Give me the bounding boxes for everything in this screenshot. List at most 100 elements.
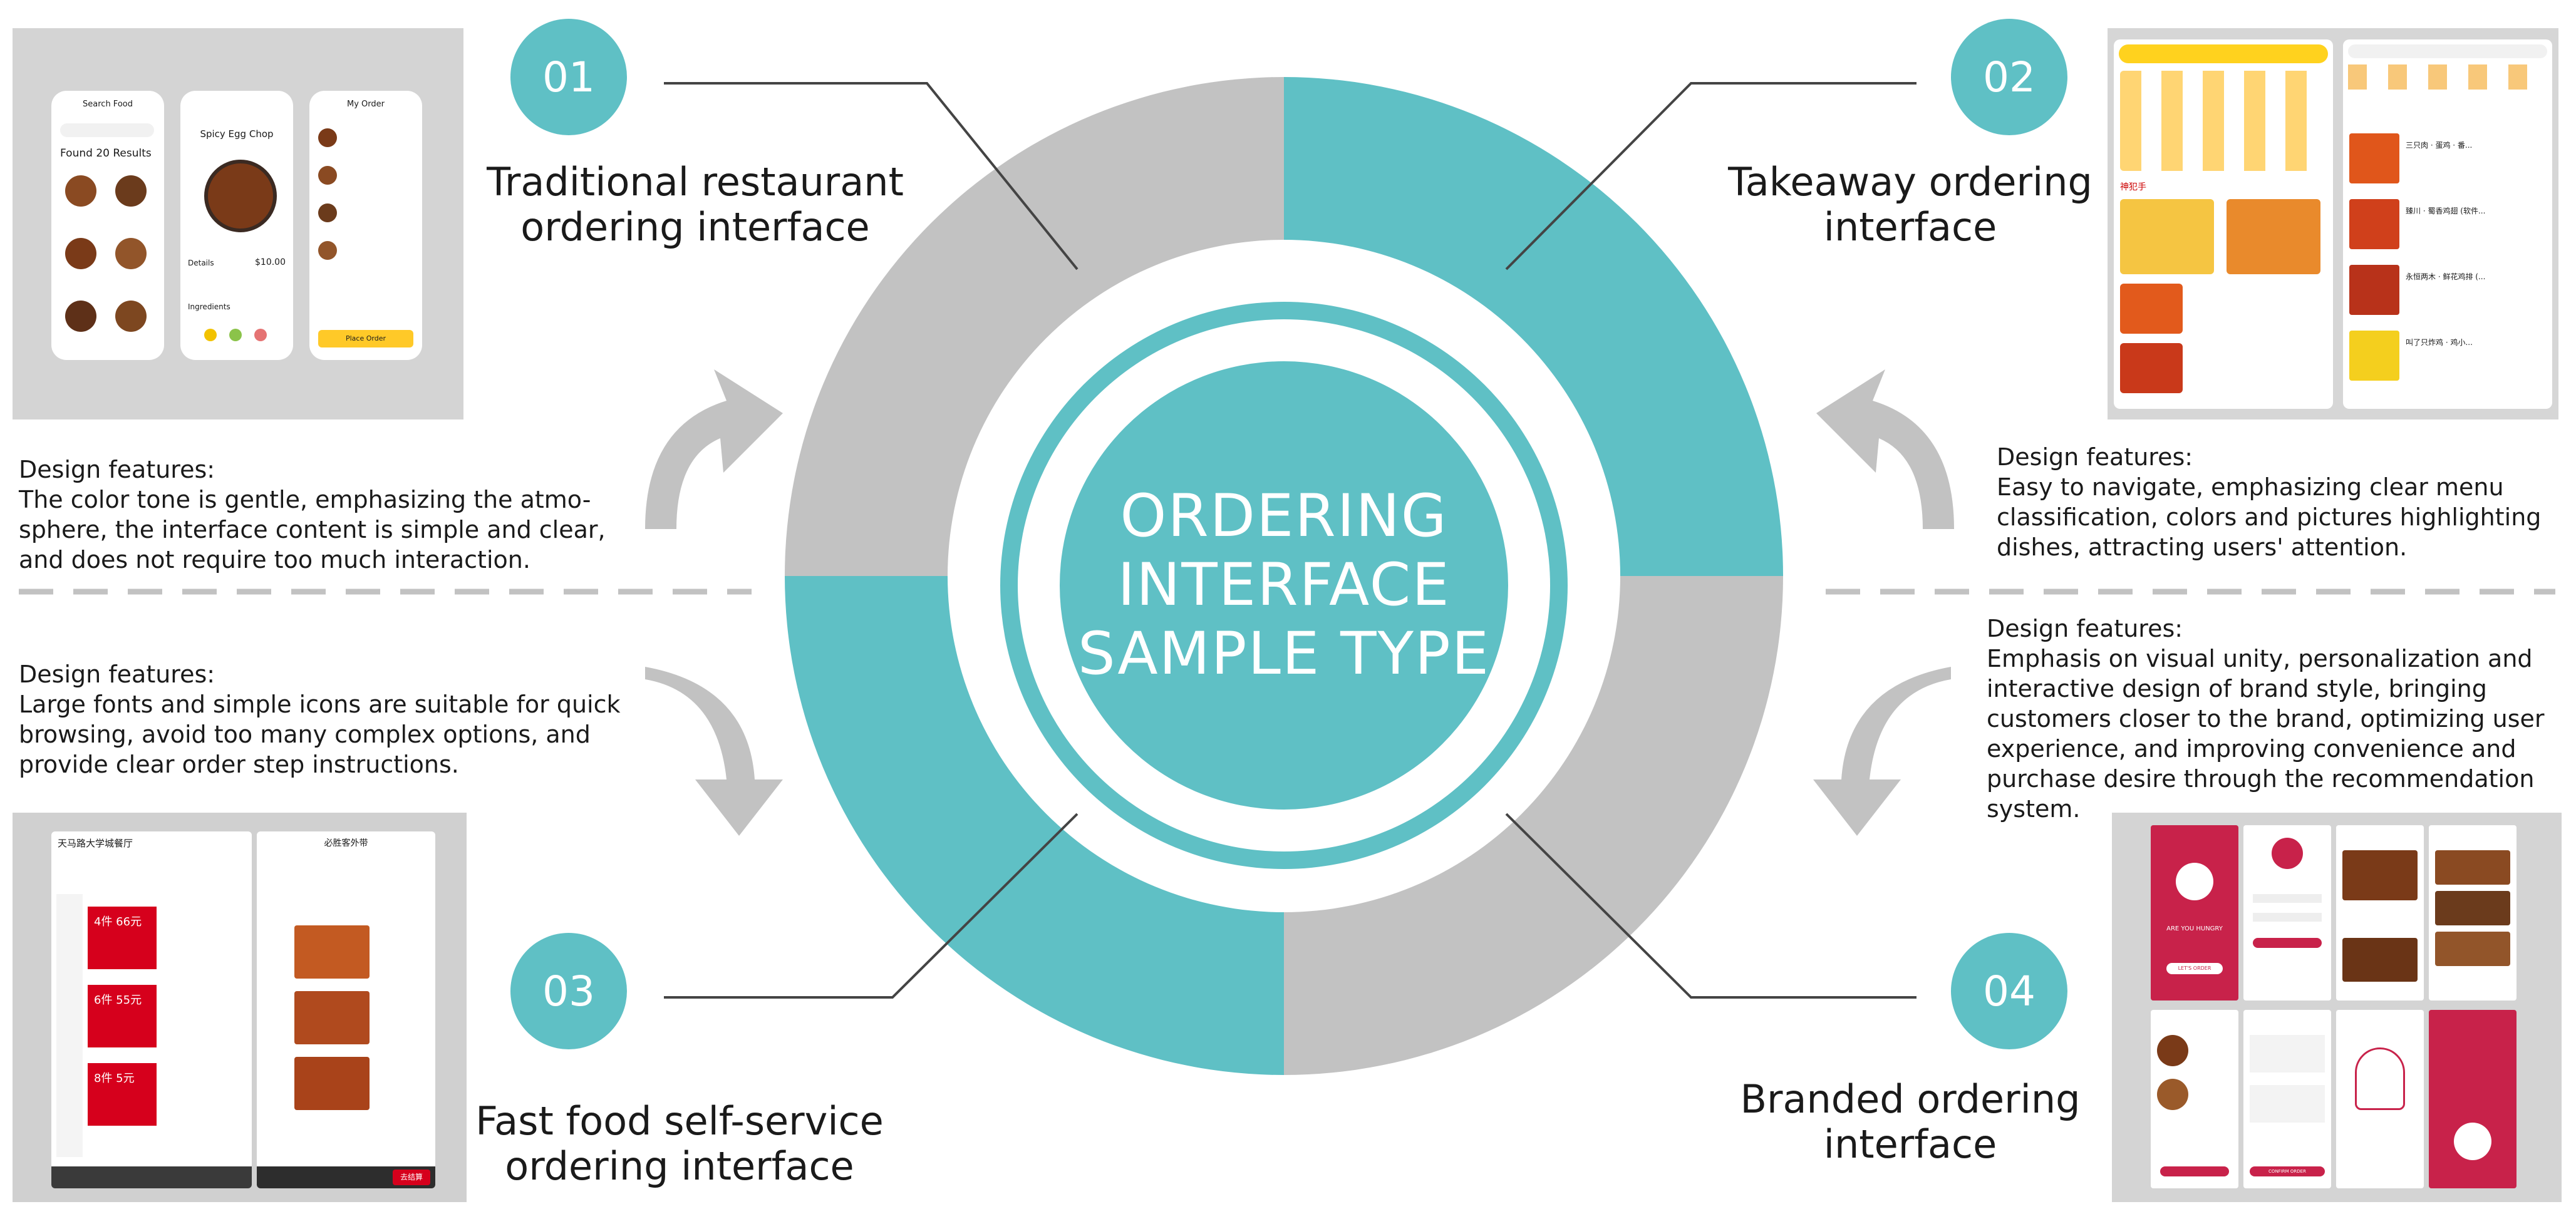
connector-02	[1505, 82, 1916, 270]
features-03-line-3: provide clear order step instructions.	[19, 751, 459, 778]
payment-form[interactable]	[2250, 1085, 2325, 1123]
order-item-image	[318, 203, 337, 222]
order-item-image	[318, 128, 337, 147]
chef-logo-icon	[2176, 863, 2213, 900]
cart-item-image	[2157, 1035, 2188, 1066]
phone-branded-splash: ARE YOU HUNGRY LET'S ORDER	[2151, 825, 2238, 1001]
phone-takeaway-list: 三只肉 · 蛋鸡 · 番... 臻川 · 蜀香鸡翅 (软件... 永恒两木 · …	[2343, 39, 2552, 409]
features-04-line-5: purchase desire through the recommendati…	[1987, 765, 2535, 793]
features-01-line-3: and does not require too much interactio…	[19, 546, 530, 574]
connector-03	[664, 813, 1079, 999]
login-button[interactable]	[2253, 938, 2322, 948]
shop-name-2[interactable]: 臻川 · 蜀香鸡翅 (软件...	[2406, 207, 2486, 215]
features-03-line-1: Large fonts and simple icons are suitabl…	[19, 691, 621, 718]
features-02: Design features: Easy to navigate, empha…	[1997, 442, 2560, 562]
takeaway-list-search	[2348, 44, 2547, 58]
title-02-line-1: Takeaway ordering	[1728, 159, 2092, 205]
title-02: Takeaway ordering interface	[1716, 160, 2104, 250]
cart-item-image	[2157, 1079, 2188, 1110]
features-03-line-2: browsing, avoid too many complex options…	[19, 721, 591, 748]
title-03: Fast food self-service ordering interfac…	[463, 1099, 896, 1189]
pizza-image	[294, 1057, 370, 1110]
title-01-line-1: Traditional restaurant	[487, 159, 904, 205]
shop-name-1[interactable]: 三只肉 · 蛋鸡 · 番...	[2406, 141, 2473, 150]
dish-image	[115, 301, 147, 332]
dish-image	[115, 238, 147, 269]
shop-image	[2120, 343, 2183, 393]
dish-image	[65, 238, 96, 269]
place-order-button[interactable]: Place Order	[318, 330, 413, 347]
screenshot-branded: ARE YOU HUNGRY LET'S ORDER CONFIRM ORDER	[2112, 813, 2562, 1202]
shop-thumb	[2349, 331, 2399, 381]
features-04: Design features: Emphasis on visual unit…	[1987, 614, 2563, 824]
phone-branded-login	[2243, 825, 2331, 1001]
shop-name-4[interactable]: 叫了只炸鸡 · 鸡小...	[2406, 338, 2473, 347]
shop-thumb	[2349, 265, 2399, 315]
ring-segment-01	[785, 77, 1284, 576]
ingredient-icon	[254, 329, 267, 341]
features-03-label: Design features:	[19, 661, 215, 688]
ring-segment-02	[1284, 77, 1783, 576]
arrow-04-icon	[1813, 667, 1951, 836]
fastfood-cart-bar[interactable]	[51, 1166, 252, 1188]
features-03: Design features: Large fonts and simple …	[19, 659, 676, 779]
deal-card-2[interactable]: 6件 55元	[88, 985, 157, 1047]
phone-search-bar	[60, 123, 154, 137]
title-01-line-2: ordering interface	[520, 204, 870, 250]
screenshot-takeaway: 神犯手 三只肉 · 蛋鸡 · 番... 臻川 · 蜀香鸡翅 (软件... 永恒两…	[2108, 28, 2558, 419]
title-01: Traditional restaurant ordering interfac…	[476, 160, 914, 250]
title-04-line-2: interface	[1823, 1121, 1997, 1167]
cart-checkout-button[interactable]	[2160, 1166, 2229, 1176]
promo-card	[2120, 199, 2214, 274]
phone-branded-checkout: CONFIRM ORDER	[2243, 1010, 2331, 1188]
brand-logo-icon	[2272, 838, 2303, 869]
lets-order-button[interactable]: LET'S ORDER	[2166, 963, 2223, 974]
center-title-line-1: ORDERING	[1120, 482, 1448, 550]
confirm-order-button[interactable]: CONFIRM ORDER	[2250, 1166, 2325, 1176]
ring-segment-04	[1284, 576, 1783, 1075]
features-02-line-2: classification, colors and pictures high…	[1997, 503, 2542, 531]
login-field[interactable]	[2253, 894, 2322, 903]
login-field[interactable]	[2253, 913, 2322, 922]
number-badge-03: 03	[510, 933, 627, 1049]
order-item-image	[318, 166, 337, 185]
fastfood-menu-title: 必胜客外带	[324, 838, 368, 848]
arrow-02-icon	[1816, 369, 1954, 529]
takeaway-search-bar	[2119, 44, 2328, 63]
ring-segment-03	[785, 576, 1284, 1075]
dish-photo	[204, 160, 277, 232]
category-icons	[2120, 71, 2327, 171]
phone-branded-logo	[2429, 1010, 2517, 1188]
phone-fastfood-pizza: 必胜客外带 去结算	[257, 831, 435, 1188]
phone-search: Search Food Found 20 Results	[51, 91, 164, 360]
features-01-label: Design features:	[19, 456, 215, 483]
phone-branded-home	[2336, 825, 2424, 1001]
filter-icons	[2348, 64, 2547, 90]
number-badge-04: 04	[1951, 933, 2067, 1049]
phone-takeaway-home: 神犯手	[2114, 39, 2333, 409]
title-04: Branded ordering interface	[1716, 1077, 2104, 1167]
fastfood-category-sidebar	[56, 894, 83, 1157]
ingredient-icon	[204, 329, 217, 341]
screenshot-fastfood: 天马路大学城餐厅 4件 66元 6件 55元 8件 5元 必胜客外带 去结算	[13, 813, 467, 1202]
takeaway-section-title: 神犯手	[2120, 182, 2146, 192]
center-title-line-3: SAMPLE TYPE	[1077, 620, 1491, 688]
phone-branded-menu	[2429, 825, 2517, 1001]
arrow-01-icon	[645, 369, 783, 529]
deal-card-1[interactable]: 4件 66元	[88, 907, 157, 969]
features-02-line-3: dishes, attracting users' attention.	[1997, 533, 2408, 561]
address-form[interactable]	[2250, 1035, 2325, 1073]
menu-item-image	[2435, 891, 2510, 925]
deal-card-3[interactable]: 8件 5元	[88, 1063, 157, 1126]
chef-logo-icon	[2454, 1123, 2491, 1160]
menu-item-image	[2435, 932, 2510, 966]
splash-headline: ARE YOU HUNGRY	[2166, 925, 2223, 932]
pizza-image	[294, 925, 370, 979]
dish-image	[65, 301, 96, 332]
promo-card	[2227, 199, 2320, 274]
phone-dish-title: Spicy Egg Chop	[200, 128, 274, 140]
shop-name-3[interactable]: 永恒两木 · 鲜花鸡排 (...	[2406, 272, 2486, 281]
checkout-button[interactable]: 去结算	[393, 1170, 430, 1185]
features-04-line-3: customers closer to the brand, optimizin…	[1987, 705, 2545, 733]
